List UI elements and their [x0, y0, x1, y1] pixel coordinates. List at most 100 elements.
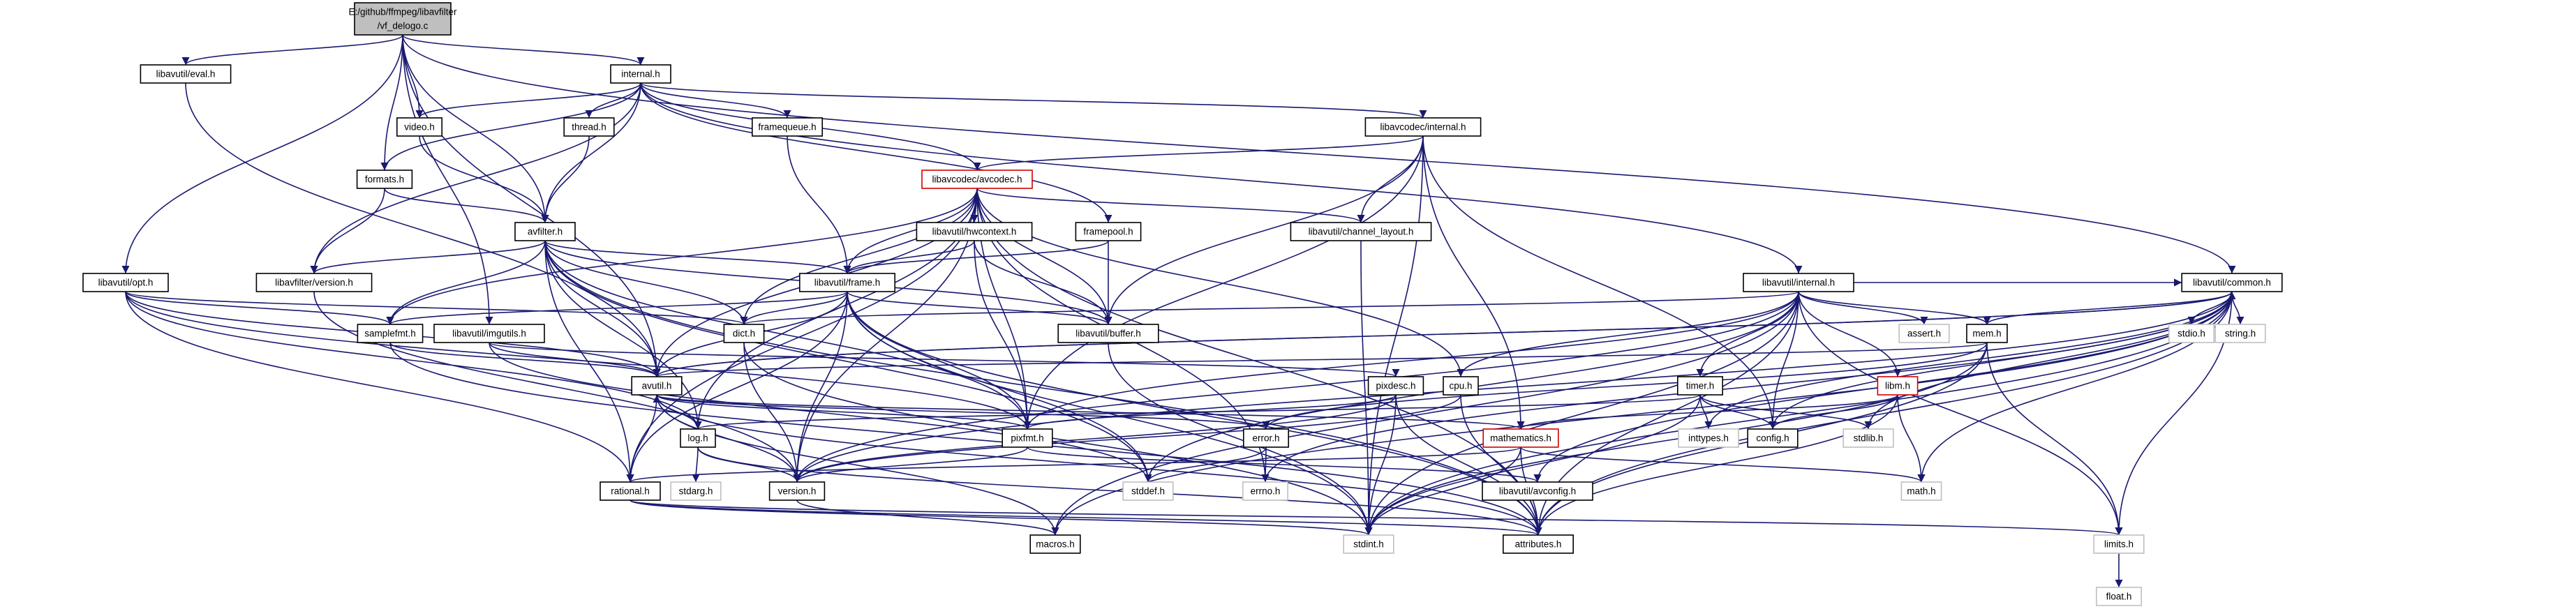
- node-pixfmt[interactable]: pixfmt.h: [1002, 428, 1053, 448]
- node-avfilter[interactable]: avfilter.h: [514, 222, 576, 241]
- node-label-video: video.h: [404, 122, 435, 133]
- edge-frame-to-samplefmt: [386, 291, 848, 325]
- edge-avutil-to-macros: [656, 394, 1059, 536]
- edge-libm-to-math: [1897, 394, 1926, 483]
- node-box-avconfig: [1482, 481, 1593, 501]
- node-thread[interactable]: thread.h: [563, 117, 615, 137]
- edge-lavuinternal-to-config: [1769, 291, 1799, 430]
- node-stddef[interactable]: stddef.h: [1122, 481, 1174, 501]
- node-label-cpu: cpu.h: [1449, 381, 1472, 391]
- edge-lavuinternal-to-libm: [1798, 291, 1902, 377]
- edge-root-to-imgutils: [402, 34, 493, 325]
- node-limits[interactable]: limits.h: [2093, 534, 2145, 554]
- node-dict[interactable]: dict.h: [723, 324, 765, 343]
- edge-common-to-version: [793, 291, 2233, 483]
- edge-error-to-errno: [1261, 446, 1270, 483]
- node-label-dict: dict.h: [733, 329, 755, 339]
- node-macros[interactable]: macros.h: [1029, 534, 1081, 554]
- edge-imgutils-to-pixdesc: [489, 342, 1399, 377]
- node-stdio[interactable]: stdio.h: [2168, 324, 2215, 343]
- node-timer[interactable]: timer.h: [1677, 376, 1724, 396]
- node-eval[interactable]: libavutil/eval.h: [140, 64, 232, 84]
- node-opt[interactable]: libavutil/opt.h: [82, 273, 169, 292]
- node-math[interactable]: math.h: [1900, 481, 1942, 501]
- edge-lavuinternal-to-pixfmt: [1023, 291, 1799, 430]
- edge-common-to-string: [2231, 291, 2244, 325]
- node-box-common: [2181, 273, 2283, 292]
- node-mem[interactable]: mem.h: [1966, 324, 2008, 343]
- node-box-framepool: [1075, 222, 1142, 241]
- node-box-lfversion: [255, 273, 373, 292]
- node-error[interactable]: error.h: [1243, 428, 1290, 448]
- edge-hwcontext-to-pixfmt: [974, 240, 1032, 430]
- node-framepool[interactable]: framepool.h: [1075, 222, 1142, 241]
- node-box-avcinternal: [1364, 117, 1482, 137]
- node-stdlib[interactable]: stdlib.h: [1842, 428, 1894, 448]
- node-avcinternal[interactable]: libavcodec/internal.h: [1364, 117, 1482, 137]
- node-cpu[interactable]: cpu.h: [1443, 376, 1479, 396]
- edge-rational-to-limits: [630, 499, 2122, 536]
- node-inttypes[interactable]: inttypes.h: [1678, 428, 1739, 448]
- node-label-pixdesc: pixdesc.h: [1376, 381, 1415, 391]
- node-label-imgutils: libavutil/imgutils.h: [452, 329, 526, 339]
- node-frame[interactable]: libavutil/frame.h: [799, 273, 896, 292]
- edge-root-to-avutil: [402, 34, 661, 377]
- edge-internal-to-lavuinternal: [640, 82, 1803, 274]
- node-float[interactable]: float.h: [2096, 587, 2143, 606]
- node-errno[interactable]: errno.h: [1242, 481, 1289, 501]
- node-imgutils[interactable]: libavutil/imgutils.h: [433, 324, 545, 343]
- edge-opt-to-samplefmt: [125, 291, 394, 325]
- dependency-edges: [121, 34, 2244, 587]
- node-config[interactable]: config.h: [1747, 428, 1799, 448]
- node-mathematics[interactable]: mathematics.h: [1482, 428, 1559, 448]
- node-attributes[interactable]: attributes.h: [1503, 534, 1574, 554]
- edge-avcodec-to-buffer: [976, 188, 1112, 325]
- edge-avutil-to-pixfmt: [656, 394, 1032, 430]
- node-avcodec[interactable]: libavcodec/avcodec.h: [921, 170, 1033, 189]
- edge-avfilter-to-stddef: [544, 240, 1152, 483]
- file-nodes: E:/github/ffmpeg/libavfilter/vf_delogo.c…: [82, 2, 2283, 606]
- node-assert[interactable]: assert.h: [1898, 324, 1950, 343]
- node-framequeue[interactable]: framequeue.h: [752, 117, 824, 137]
- edge-formats-to-avfilter: [384, 188, 549, 223]
- node-common[interactable]: libavutil/common.h: [2181, 273, 2283, 292]
- node-video[interactable]: video.h: [396, 117, 442, 137]
- edge-lavuinternal-to-dict: [740, 291, 1799, 325]
- node-root[interactable]: E:/github/ffmpeg/libavfilter/vf_delogo.c: [348, 2, 457, 36]
- node-string[interactable]: string.h: [2214, 324, 2266, 343]
- node-box-rational: [600, 481, 661, 501]
- edge-lavuinternal-to-version: [793, 291, 1799, 483]
- edge-dict-to-stdint: [743, 342, 1373, 536]
- node-label-stdarg: stdarg.h: [679, 486, 713, 497]
- node-formats[interactable]: formats.h: [356, 170, 413, 189]
- node-stdint[interactable]: stdint.h: [1343, 534, 1394, 554]
- node-label-root-1: E:/github/ffmpeg/libavfilter: [348, 7, 457, 17]
- node-libm[interactable]: libm.h: [1877, 376, 1919, 396]
- node-stdarg[interactable]: stdarg.h: [670, 481, 722, 501]
- node-samplefmt[interactable]: samplefmt.h: [357, 324, 424, 343]
- node-label-string: string.h: [2225, 329, 2256, 339]
- node-label-opt: libavutil/opt.h: [98, 278, 154, 288]
- node-label-stdlib: stdlib.h: [1854, 433, 1884, 444]
- node-box-mem: [1966, 324, 2008, 343]
- node-buffer[interactable]: libavutil/buffer.h: [1057, 324, 1159, 343]
- node-version[interactable]: version.h: [768, 481, 826, 501]
- edge-common-to-config: [1769, 291, 2233, 430]
- node-lfversion[interactable]: libavfilter/version.h: [255, 273, 373, 292]
- node-avconfig[interactable]: libavutil/avconfig.h: [1482, 481, 1593, 501]
- node-hwcontext[interactable]: libavutil/hwcontext.h: [916, 222, 1033, 241]
- node-log[interactable]: log.h: [680, 428, 716, 448]
- node-label-limits: limits.h: [2104, 539, 2134, 550]
- edge-eval-to-avutil: [185, 82, 661, 377]
- node-box-config: [1747, 428, 1799, 448]
- node-lavuinternal[interactable]: libavutil/internal.h: [1743, 273, 1854, 292]
- node-internal[interactable]: internal.h: [610, 64, 671, 84]
- edge-pixdesc-to-attributes: [1395, 394, 1542, 536]
- edge-avcinternal-to-mathematics: [1422, 135, 1525, 430]
- node-rational[interactable]: rational.h: [600, 481, 661, 501]
- node-chlayout[interactable]: libavutil/channel_layout.h: [1290, 222, 1432, 241]
- node-box-pixdesc: [1367, 376, 1424, 396]
- edge-imgutils-to-avutil: [489, 342, 661, 377]
- node-pixdesc[interactable]: pixdesc.h: [1367, 376, 1424, 396]
- node-avutil[interactable]: avutil.h: [631, 376, 683, 396]
